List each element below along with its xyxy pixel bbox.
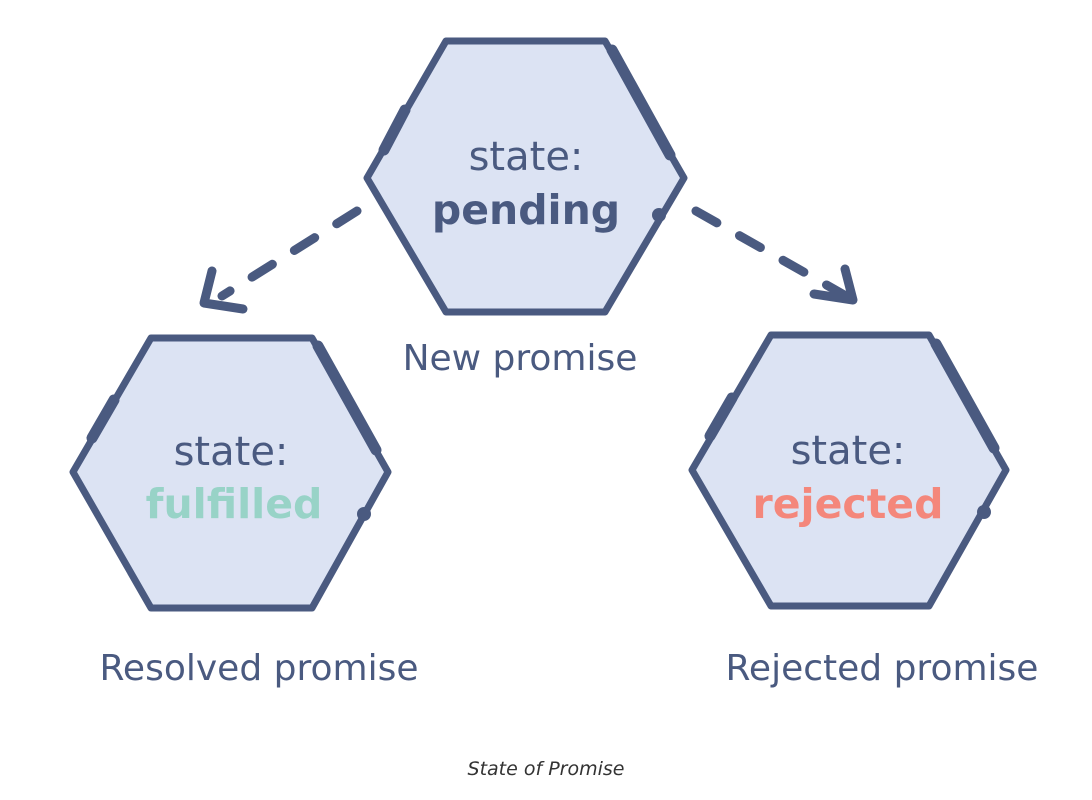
node-rejected: state: rejected Rejected promise [688,331,1039,689]
node-fulfilled-hexagon-accent-left [86,394,120,444]
node-pending-hexagon-dot [652,208,666,222]
node-rejected-hexagon-accent-left [704,392,738,442]
edge-pending-to-rejected-arrowhead [809,264,858,305]
node-pending-state-value: pending [432,186,620,234]
node-fulfilled-hexagon-accent [312,340,382,456]
node-pending-caption: New promise [403,338,638,379]
node-fulfilled: state: fulfilled Resolved promise [69,334,419,689]
node-pending-hexagon-accent-left [378,104,411,156]
edge-pending-to-fulfilled [199,206,362,314]
figure-caption: State of Promise [467,758,625,780]
node-fulfilled-state-value: fulfilled [146,480,323,528]
node-fulfilled-hexagon-dot [357,507,371,521]
node-rejected-hexagon-accent [930,338,1000,454]
edge-pending-to-fulfilled-arrowhead [199,266,248,314]
node-rejected-state-label: state: [791,428,906,474]
node-rejected-hexagon-dot [977,505,991,519]
edge-pending-to-fulfilled-line [217,206,362,301]
node-rejected-caption: Rejected promise [726,648,1039,689]
node-pending-hexagon-accent [606,44,676,161]
node-rejected-hexagon [688,331,1010,610]
node-fulfilled-hexagon [69,334,392,612]
edge-pending-to-rejected-line [691,206,851,301]
node-pending-hexagon [363,37,688,316]
node-pending-state-label: state: [469,134,584,180]
node-pending: state: pending New promise [363,37,688,379]
node-fulfilled-caption: Resolved promise [100,648,419,689]
node-rejected-state-value: rejected [753,480,944,528]
node-fulfilled-state-label: state: [174,429,289,475]
edge-pending-to-rejected [691,206,858,305]
